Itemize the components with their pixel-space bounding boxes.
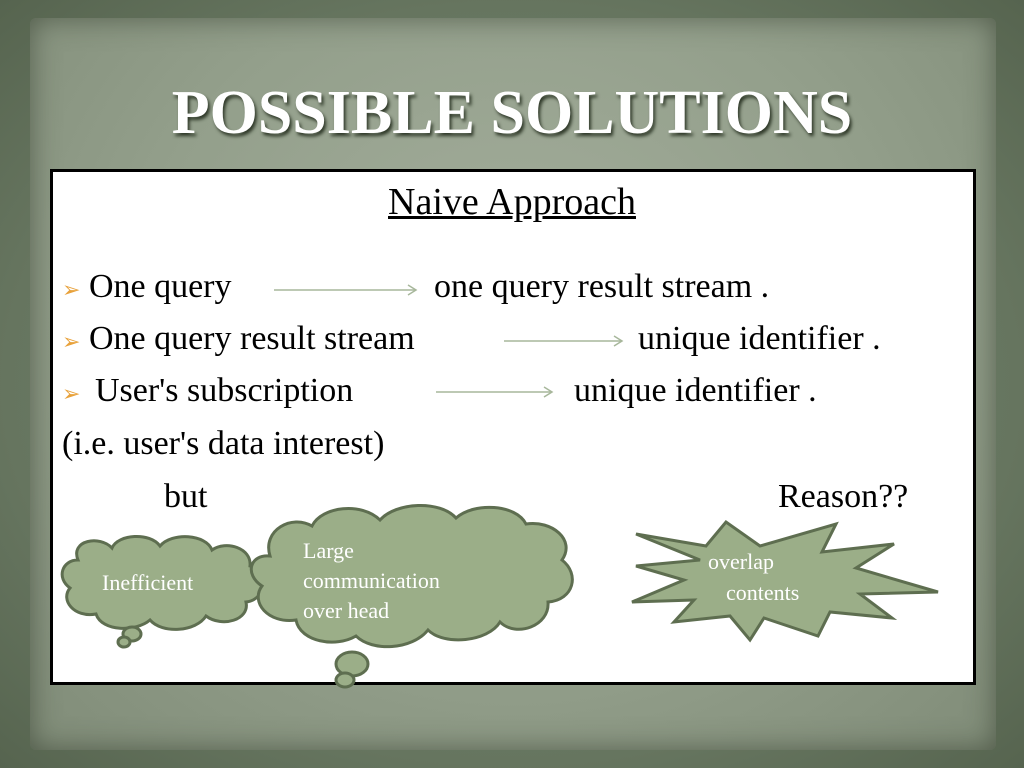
reason-text: Reason??	[778, 478, 909, 515]
row-1-right-text: one query result stream .	[434, 268, 770, 305]
large-comm-line-2: communication	[303, 568, 440, 593]
inefficient-label: Inefficient	[102, 570, 194, 595]
row-2-right-text: unique identifier .	[638, 320, 881, 357]
slide-title: POSSIBLE SOLUTIONS	[171, 79, 853, 147]
overlap-line-1: overlap	[708, 549, 774, 574]
bullet-arrow-icon: ➢	[62, 329, 81, 354]
row-3-left-text: User's subscription	[94, 372, 354, 409]
bullet-arrow-icon: ➢	[62, 381, 81, 406]
large-communication-cloud	[249, 504, 574, 689]
large-comm-line-3: over head	[303, 598, 390, 623]
overlap-contents-starburst	[631, 519, 939, 643]
arrow-1	[274, 284, 418, 296]
row-2-left-text: One query result stream	[88, 320, 415, 357]
section-heading: Naive Approach	[388, 181, 636, 223]
bullet-row-1-left: ➢ One query	[62, 268, 232, 306]
bullet-row-3-left: ➢ User's subscription	[62, 372, 353, 410]
but-text: but	[164, 478, 208, 515]
bullet-arrow-icon: ➢	[62, 277, 81, 302]
inefficient-cloud	[60, 534, 265, 649]
bullet-row-2-left: ➢ One query result stream	[62, 320, 415, 358]
overlap-line-2: contents	[726, 580, 800, 605]
large-comm-line-1: Large	[303, 538, 354, 563]
note-text: (i.e. user's data interest)	[62, 425, 385, 462]
row-1-left-text: One query	[88, 268, 232, 305]
arrow-2	[504, 335, 624, 347]
row-3-right-text: unique identifier .	[574, 372, 817, 409]
arrow-3	[436, 386, 554, 398]
